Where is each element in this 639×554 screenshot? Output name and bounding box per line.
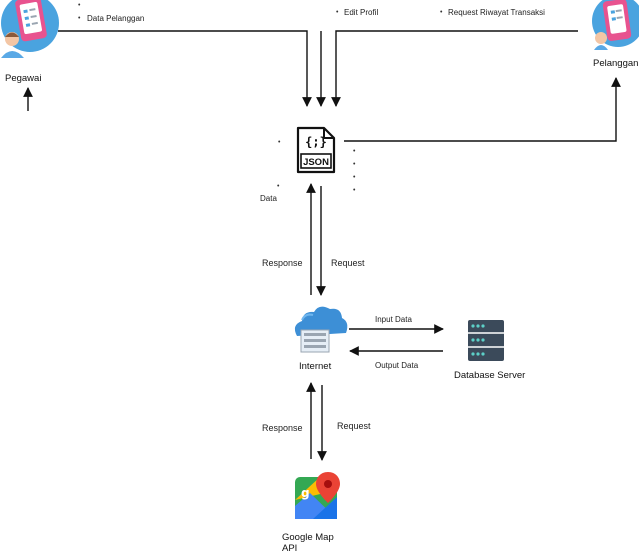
bullet-top-right: • bbox=[440, 9, 443, 16]
json-icon: {;} JSON bbox=[296, 126, 336, 174]
bullet-json-left-2: • bbox=[277, 183, 280, 190]
edit-profil-label: Edit Profil bbox=[344, 8, 379, 17]
pegawai-label: Pegawai bbox=[5, 73, 42, 84]
json-internet-request-label: Request bbox=[331, 258, 365, 268]
bullet-json-left: • bbox=[278, 139, 281, 146]
pelanggan-to-json-edge bbox=[331, 30, 578, 107]
google-map-label: Google Map bbox=[282, 532, 334, 543]
bullet-top-mid: • bbox=[336, 9, 339, 16]
internet-maps-request-label: Request bbox=[337, 421, 371, 431]
bullet-json-right-3: • bbox=[353, 174, 356, 181]
json-to-pelanggan-edge bbox=[344, 77, 621, 142]
bullet-top-left-1: • bbox=[78, 2, 81, 9]
database-server-label: Database Server bbox=[454, 370, 526, 381]
database-server-icon bbox=[468, 320, 504, 361]
bullet-json-right-2: • bbox=[353, 161, 356, 168]
svg-text:{;}: {;} bbox=[305, 135, 327, 149]
internet-label: Internet bbox=[299, 361, 332, 372]
internet-db-input-label: Input Data bbox=[375, 315, 412, 324]
bullet-json-right-1: • bbox=[353, 148, 356, 155]
json-internet-response-label: Response bbox=[262, 258, 303, 268]
internet-maps-response-label: Response bbox=[262, 423, 303, 433]
data-pelanggan-label: Data Pelanggan bbox=[87, 14, 145, 23]
google-map-api-label: API bbox=[282, 543, 298, 554]
db-internet-output-label: Output Data bbox=[375, 361, 419, 370]
svg-text:g: g bbox=[301, 486, 310, 500]
internet-cloud-icon bbox=[294, 306, 348, 353]
pegawai-to-json-edge bbox=[58, 30, 312, 107]
json-left-note: Data bbox=[260, 194, 277, 203]
bullet-top-left-2: • bbox=[78, 15, 81, 22]
pegawai-icon bbox=[1, 0, 59, 58]
request-riwayat-label: Request Riwayat Transaksi bbox=[448, 8, 545, 17]
pelanggan-icon bbox=[592, 0, 639, 50]
bullet-json-right-4: • bbox=[353, 187, 356, 194]
google-maps-icon: g bbox=[295, 472, 340, 519]
json-icon-label: JSON bbox=[303, 157, 329, 168]
pelanggan-label: Pelanggan bbox=[593, 58, 639, 69]
